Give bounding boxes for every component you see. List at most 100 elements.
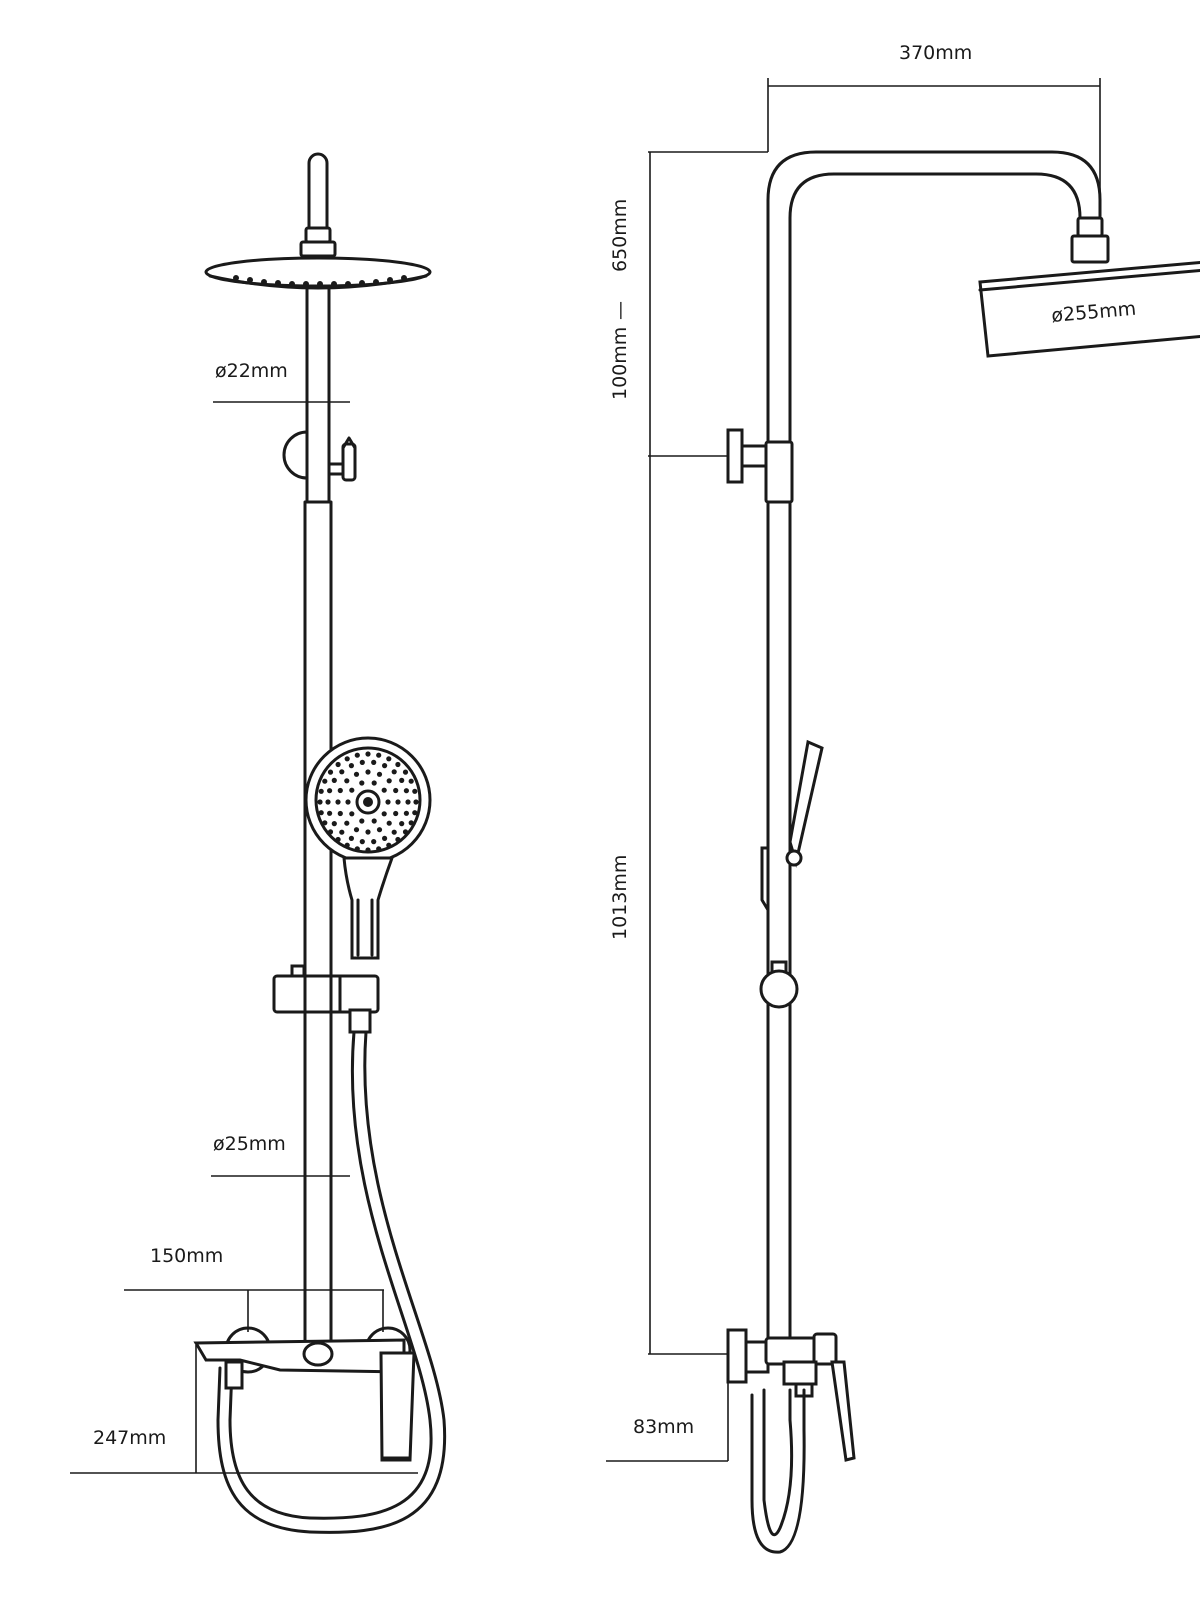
hand-shower-nozzle: [393, 787, 399, 794]
hand-shower-nozzle: [335, 761, 341, 768]
hand-shower-nozzle: [405, 799, 411, 805]
hand-shower-nozzle: [382, 763, 388, 769]
hand-shower-nozzle: [391, 769, 397, 775]
front-rain-head-nozzle-row: [233, 275, 407, 287]
hand-shower-nozzle: [349, 811, 355, 817]
hand-shower-nozzle: [412, 788, 418, 794]
hand-shower-nozzle: [365, 847, 371, 853]
top-pipe-diameter-label: ø22mm: [215, 360, 288, 382]
front-head-connector-nut: [304, 226, 332, 244]
hand-shower-nozzle: [402, 829, 409, 835]
hand-shower-nozzle: [376, 827, 383, 833]
side-rain-head-face: [978, 268, 1200, 292]
side-curved-arm-inner: [788, 172, 1082, 1342]
hand-shower-nozzle: [399, 821, 405, 827]
height-min-label: 100mm: [609, 327, 631, 400]
mixer-depth-label: 83mm: [633, 1416, 694, 1438]
hand-shower-nozzle: [344, 842, 350, 848]
hand-shower-nozzle: [345, 799, 351, 805]
hand-shower-nozzle: [408, 820, 414, 826]
hand-shower-nozzle: [353, 771, 360, 777]
hand-shower-nozzle: [337, 810, 343, 817]
hand-shower-nozzle: [337, 787, 343, 794]
hand-shower-nozzle: [386, 756, 392, 762]
front-hand-shower-nozzles: [317, 751, 419, 853]
arm-reach-label: 370mm: [899, 42, 972, 64]
height-max-label: 650mm: [609, 199, 631, 272]
side-hose-inner: [750, 1388, 806, 1554]
side-wall-bracket: [726, 428, 794, 504]
hand-shower-nozzle: [386, 820, 392, 826]
hand-shower-nozzle: [354, 752, 360, 758]
side-head-collar: [1070, 234, 1110, 264]
hand-shower-nozzle: [413, 799, 419, 805]
hand-shower-nozzle: [385, 799, 391, 805]
hand-shower-nozzle: [412, 810, 418, 816]
front-slide-bar: [303, 500, 333, 1342]
hand-shower-nozzle: [393, 810, 399, 817]
hand-shower-nozzle: [339, 769, 345, 775]
side-hose: [762, 1388, 794, 1536]
hand-shower-nozzle: [386, 778, 392, 784]
hand-shower-nozzle: [391, 829, 397, 835]
side-curved-arm: [766, 150, 1102, 1342]
hand-shower-nozzle: [331, 777, 337, 784]
hand-shower-nozzle: [335, 799, 341, 805]
hand-shower-nozzle: [395, 799, 401, 805]
hand-shower-nozzle: [359, 780, 365, 786]
hand-shower-nozzle: [349, 787, 355, 793]
hand-shower-nozzle: [376, 846, 382, 852]
hand-shower-nozzle: [318, 788, 324, 794]
hand-shower-nozzle: [348, 835, 354, 842]
spout-projection-label: 247mm: [93, 1427, 166, 1449]
hand-shower-nozzle: [327, 769, 334, 775]
hand-shower-nozzle: [325, 799, 331, 805]
hand-shower-nozzle: [331, 821, 337, 827]
side-slider-knob: [759, 960, 799, 1009]
side-mixer: [726, 1328, 856, 1462]
front-upper-pipe: [305, 286, 331, 504]
hand-shower-nozzle: [365, 751, 371, 757]
hand-shower-nozzle: [382, 835, 388, 842]
hand-shower-nozzle: [344, 756, 350, 762]
hand-shower-nozzle: [408, 778, 414, 784]
hand-shower-nozzle: [381, 787, 387, 793]
height-separator: —: [609, 301, 631, 320]
hand-shower-nozzle: [365, 829, 371, 835]
hand-shower-nozzle: [344, 820, 350, 826]
hand-shower-nozzle: [399, 777, 405, 784]
front-hose-inner: [216, 1030, 447, 1534]
inlet-spacing-label: 150mm: [150, 1245, 223, 1267]
hand-shower-nozzle: [348, 763, 354, 769]
hand-shower-nozzle: [353, 827, 360, 833]
hand-shower-nozzle: [317, 799, 323, 805]
hand-shower-nozzle: [327, 829, 334, 835]
hand-shower-nozzle: [376, 771, 383, 777]
hand-shower-nozzle: [354, 846, 360, 852]
hand-shower-nozzle: [402, 769, 409, 775]
front-arm-stub: [307, 152, 329, 230]
side-hand-shower: [760, 739, 824, 916]
hand-shower-nozzle: [344, 778, 350, 784]
hand-shower-nozzle: [365, 769, 371, 775]
hand-shower-nozzle: [339, 829, 345, 835]
hand-shower-nozzle: [327, 788, 333, 794]
front-hand-shower: [304, 736, 432, 960]
side-dimension-lines: [606, 78, 1101, 1462]
front-wall-bracket: [282, 430, 357, 482]
bottom-pipe-diameter-label: ø25mm: [213, 1133, 286, 1155]
hand-shower-nozzle: [386, 842, 392, 848]
hand-shower-nozzle: [371, 780, 377, 786]
front-slider-holder: [272, 964, 380, 1034]
hand-shower-nozzle: [376, 752, 382, 758]
hand-shower-nozzle: [322, 778, 328, 784]
front-rain-shower-head: [204, 256, 432, 290]
bar-height-label: 1013mm: [609, 855, 631, 940]
hand-shower-nozzle: [395, 761, 401, 768]
side-head-connector: [1076, 216, 1104, 238]
front-mixer: [193, 1326, 416, 1462]
hand-shower-nozzle: [335, 836, 341, 843]
hand-shower-nozzle: [322, 820, 328, 826]
hand-shower-nozzle: [327, 810, 333, 816]
